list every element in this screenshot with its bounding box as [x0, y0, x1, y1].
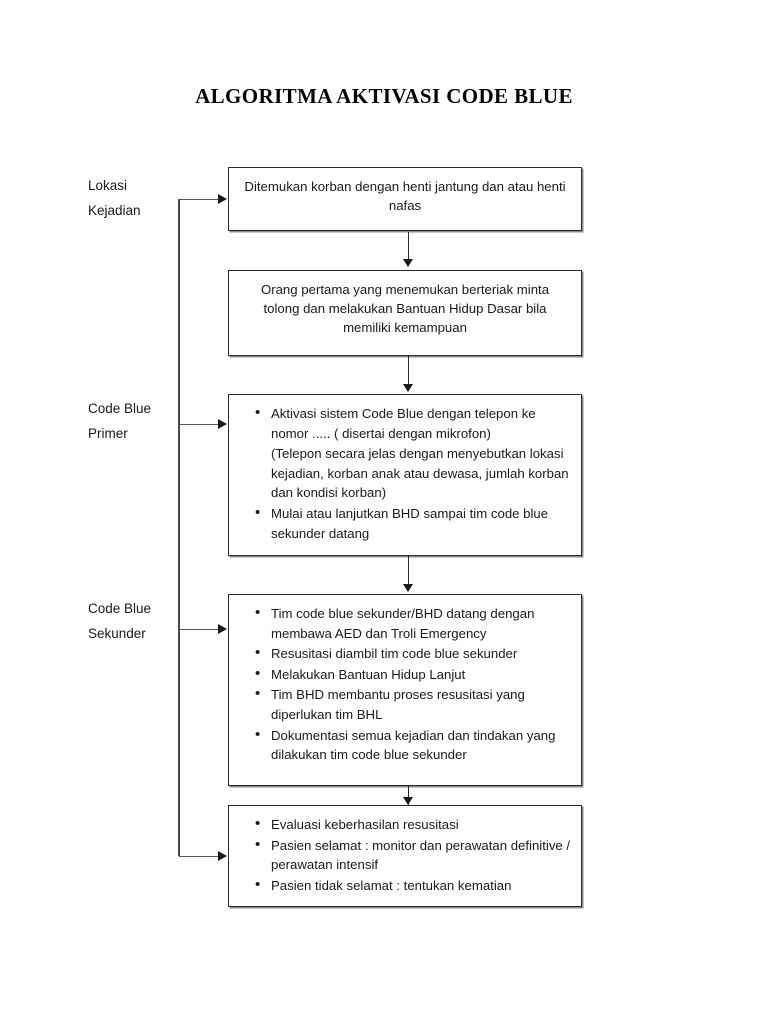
branch-arrow-to-box-1	[218, 194, 227, 204]
stage-label-line2: Kejadian	[88, 203, 141, 218]
branch-line-to-box-5	[179, 856, 221, 858]
flow-box-aktivasi-primer: Aktivasi sistem Code Blue dengan telepon…	[228, 394, 582, 556]
connector-arrow-box4-box5	[403, 797, 413, 805]
connector-arrow-box3-box4	[403, 584, 413, 592]
connector-line-box1-box2	[408, 232, 410, 262]
connector-arrow-box1-box2	[403, 259, 413, 267]
branch-arrow-to-box-3	[218, 419, 227, 429]
page-title: ALGORITMA AKTIVASI CODE BLUE	[195, 84, 573, 108]
flow-box-evaluasi: Evaluasi keberhasilan resusitasi Pasien …	[228, 805, 582, 907]
branch-line-to-box-1	[179, 199, 221, 201]
flow-box-tim-sekunder: Tim code blue sekunder/BHD datang dengan…	[228, 594, 582, 786]
stage-label-code-blue-sekunder: Code Blue Sekunder	[88, 596, 218, 646]
list-item: Dokumentasi semua kejadian dan tindakan …	[255, 725, 571, 765]
stage-label-line2: Sekunder	[88, 626, 146, 641]
list-item: Pasien tidak selamat : tentukan kematian	[255, 875, 571, 896]
left-spine-connector	[178, 199, 180, 856]
stage-label-line1: Code Blue	[88, 401, 152, 416]
branch-arrow-to-box-5	[218, 851, 227, 861]
flow-box-bullet-list: Evaluasi keberhasilan resusitasi Pasien …	[229, 806, 581, 895]
list-item: Pasien selamat : monitor dan perawatan d…	[255, 835, 571, 875]
flow-box-orang-pertama: Orang pertama yang menemukan berteriak m…	[228, 270, 582, 356]
connector-line-box3-box4	[408, 556, 410, 587]
stage-label-line1: Lokasi	[88, 178, 128, 193]
stage-label-lokasi-kejadian: Lokasi Kejadian	[88, 173, 218, 223]
flow-box-temuan-korban: Ditemukan korban dengan henti jantung da…	[228, 167, 582, 231]
branch-line-to-box-3	[179, 424, 221, 426]
connector-line-box2-box3	[408, 356, 410, 387]
list-item: (Telepon secara jelas dengan menyebutkan…	[271, 446, 569, 501]
flow-box-text: Orang pertama yang menemukan berteriak m…	[260, 282, 550, 335]
connector-arrow-box2-box3	[403, 384, 413, 392]
stage-label-line1: Code Blue	[88, 601, 152, 616]
branch-line-to-box-4	[179, 629, 221, 631]
flow-box-bullet-list: Tim code blue sekunder/BHD datang dengan…	[229, 595, 581, 765]
list-item: Tim BHD membantu proses resusitasi yang …	[255, 684, 571, 724]
list-item: Tim code blue sekunder/BHD datang dengan…	[255, 603, 571, 643]
list-item: Melakukan Bantuan Hidup Lanjut	[255, 664, 571, 685]
list-item: Resusitasi diambil tim code blue sekunde…	[255, 643, 571, 664]
stage-label-code-blue-primer: Code Blue Primer	[88, 396, 218, 446]
branch-arrow-to-box-4	[218, 624, 227, 634]
list-item: Aktivasi sistem Code Blue dengan telepon…	[255, 403, 571, 443]
flow-box-text: Ditemukan korban dengan henti jantung da…	[244, 179, 566, 213]
stage-label-line2: Primer	[88, 426, 128, 441]
list-item: Evaluasi keberhasilan resusitasi	[255, 814, 571, 835]
list-item: Mulai atau lanjutkan BHD sampai tim code…	[255, 503, 571, 543]
flow-box-bullet-list: Aktivasi sistem Code Blue dengan telepon…	[229, 395, 581, 543]
